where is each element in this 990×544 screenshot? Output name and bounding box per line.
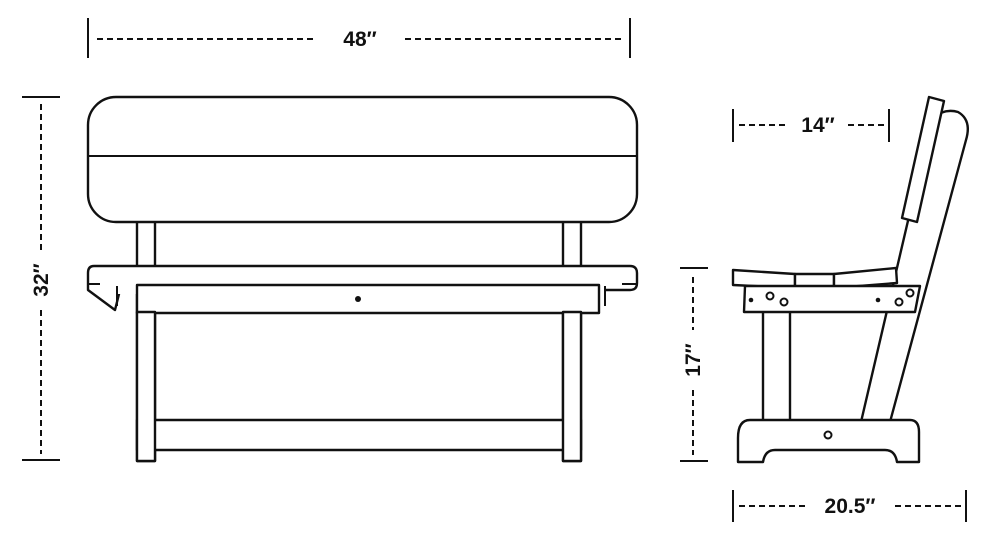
side-rail xyxy=(742,284,922,314)
base-foot xyxy=(736,418,921,464)
back-slat-upper xyxy=(900,95,946,224)
front-leg xyxy=(761,308,792,424)
seat-depth-label: 14″ xyxy=(801,114,834,137)
bolt xyxy=(355,296,361,302)
width-dimension: 48″ xyxy=(87,18,631,58)
seat-height-label: 17″ xyxy=(682,343,705,376)
seat-height-dimension: 17″ xyxy=(680,267,708,462)
seat-depth-dimension: 14″ xyxy=(732,109,890,142)
apron xyxy=(135,283,601,315)
width-label: 48″ xyxy=(343,28,376,51)
stretcher xyxy=(135,418,583,452)
bench-side xyxy=(731,95,969,464)
overall-depth-dimension: 20.5″ xyxy=(732,490,967,522)
overall-depth-label: 20.5″ xyxy=(825,495,876,518)
backrest xyxy=(86,95,639,224)
height-dimension: 32″ xyxy=(22,96,60,461)
front-view: 48″ 32″ xyxy=(22,18,639,463)
seat-slat-rear xyxy=(832,266,899,290)
side-view: 14″ 17″ 20.5″ xyxy=(680,95,969,522)
bench-front xyxy=(86,95,639,463)
height-label: 32″ xyxy=(30,263,53,296)
